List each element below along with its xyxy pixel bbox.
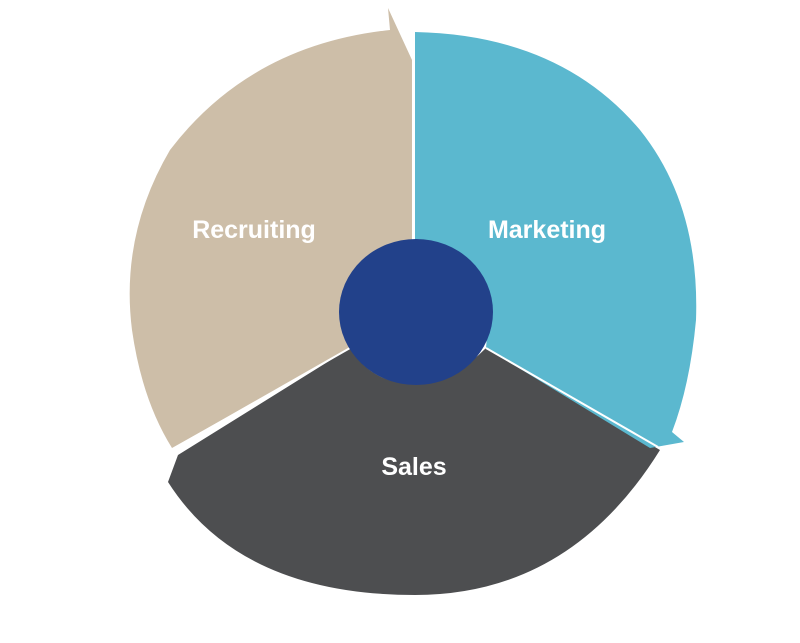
segment-marketing [415, 32, 697, 448]
separator-line [179, 347, 351, 446]
segment-recruiting [129, 8, 412, 448]
center-hub [339, 239, 493, 385]
segment-label-marketing: Marketing [488, 216, 606, 244]
segment-sales [168, 348, 660, 595]
separator-line [485, 347, 659, 448]
segment-label-sales: Sales [381, 453, 446, 481]
segment-label-recruiting: Recruiting [192, 216, 316, 244]
